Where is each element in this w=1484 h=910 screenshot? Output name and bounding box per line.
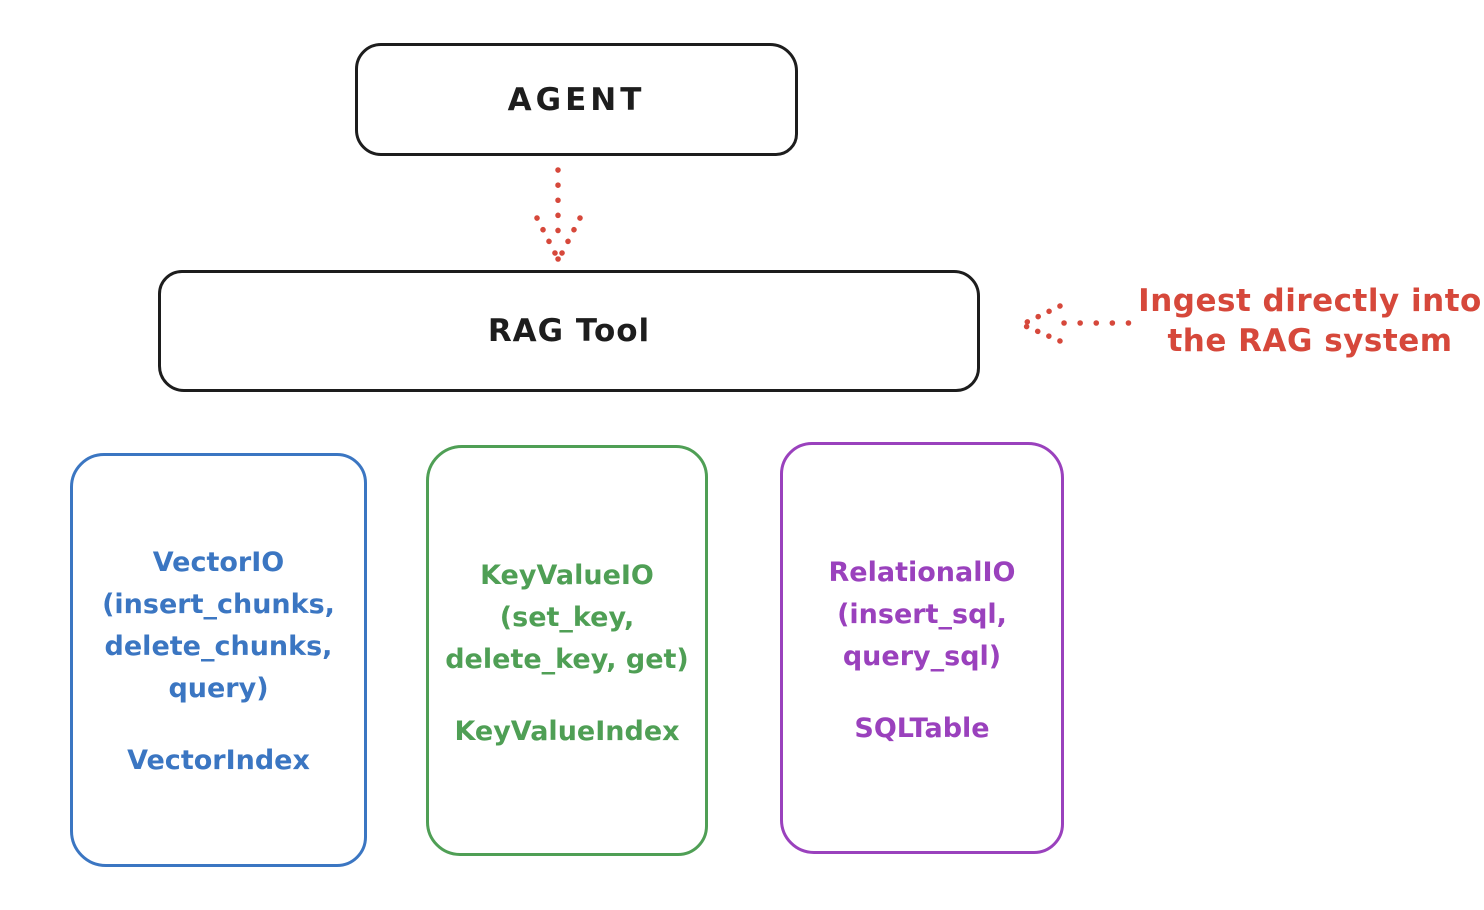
rag-tool-node: RAG Tool [158, 270, 980, 392]
relational-io-line: (insert_sql, [837, 599, 1007, 630]
relational-io-line: query_sql) [842, 641, 1002, 672]
vector-io-line: delete_chunks, [104, 631, 333, 662]
ingest-annotation-line2: the RAG system [1167, 323, 1453, 359]
vector-io-node: VectorIO (insert_chunks, delete_chunks, … [70, 453, 367, 867]
key-value-io-line: (set_key, [499, 602, 635, 633]
agent-label: AGENT [507, 81, 646, 118]
key-value-io-line: delete_key, get) [445, 644, 689, 675]
agent-node: AGENT [355, 43, 798, 156]
key-value-index-label: KeyValueIndex [454, 716, 680, 747]
key-value-io-line: KeyValueIO [480, 560, 654, 591]
vector-io-line: query) [168, 673, 269, 704]
ingest-annotation: Ingest directly into the RAG system [1138, 281, 1482, 361]
relational-io-line: RelationalIO [828, 557, 1016, 588]
sql-table-label: SQLTable [854, 713, 990, 744]
annotation-to-rag-arrow [1020, 303, 1133, 344]
relational-io-node: RelationalIO (insert_sql, query_sql) SQL… [780, 442, 1064, 854]
vector-io-line: VectorIO [152, 547, 285, 578]
rag-tool-label: RAG Tool [487, 313, 651, 349]
ingest-annotation-line1: Ingest directly into [1138, 283, 1482, 319]
vector-io-line: (insert_chunks, [102, 589, 335, 620]
vector-index-label: VectorIndex [127, 745, 310, 776]
key-value-io-node: KeyValueIO (set_key, delete_key, get) Ke… [426, 445, 708, 856]
agent-to-rag-arrow [534, 167, 583, 262]
